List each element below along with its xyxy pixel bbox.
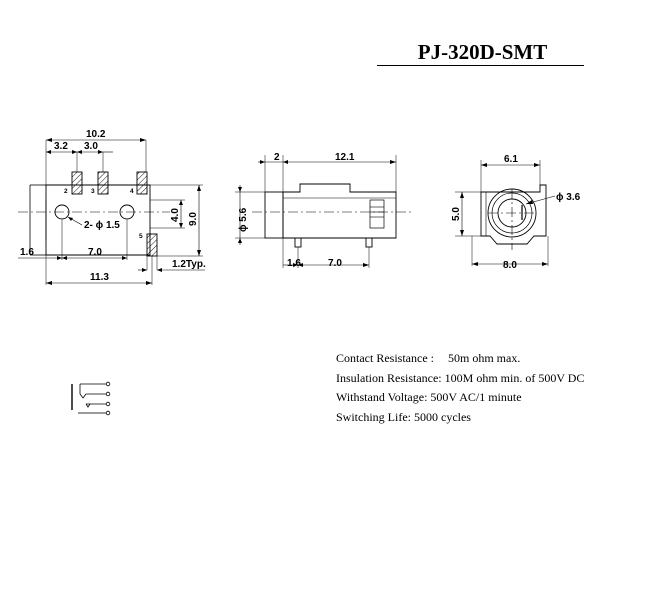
pad-5 — [146, 233, 158, 257]
pad-3 — [97, 171, 109, 195]
dim-inner-height: 4.0 — [170, 208, 181, 222]
front-view — [455, 160, 556, 266]
spec-insulation-resistance: Insulation Resistance: 100M ohm min. of … — [336, 370, 585, 385]
dim-body-length: 11.3 — [90, 272, 109, 283]
dim-diameter: ϕ 5.6 — [238, 207, 249, 232]
side-latch — [369, 199, 385, 229]
footprint-labels: 10.2 3.2 3.0 1.6 7.0 11.3 4.0 9.0 1.2Typ… — [20, 129, 206, 283]
dim-pad-offset: 3.2 — [54, 141, 68, 152]
pin-label-2: 2 — [64, 188, 68, 195]
pad-2 — [71, 171, 83, 195]
pin-label-4: 4 — [130, 188, 134, 195]
spec-contact-resistance-value: 50m ohm max. — [447, 351, 521, 365]
dim-flange: 2 — [274, 152, 280, 163]
dim-bore: ϕ 3.6 — [556, 192, 581, 203]
dim-overall-height: 9.0 — [188, 212, 199, 226]
hole-callout: 2- ϕ 1.5 — [84, 220, 120, 231]
dim-edge-hole: 1.6 — [20, 247, 34, 258]
dim-pad-pitch: 3.0 — [84, 141, 98, 152]
dim-bottom-width: 8.0 — [503, 260, 517, 271]
specifications-block: Contact Resistance : 50m ohm max. Insulat… — [336, 349, 584, 427]
title-underline — [377, 65, 584, 66]
part-number-title: PJ-320D-SMT — [417, 40, 548, 64]
side-labels: 2 12.1 ϕ 5.6 1.6 7.0 — [238, 152, 355, 269]
side-pin-right — [365, 237, 373, 248]
dim-pad-width: 1.2Typ. — [172, 259, 206, 270]
front-labels: 6.1 ϕ 3.6 5.0 8.0 — [451, 154, 581, 271]
spec-contact-resistance: Contact Resistance : 50m ohm max. — [336, 349, 584, 369]
dim-height: 5.0 — [451, 207, 462, 221]
mounting-hole-left — [54, 204, 70, 220]
side-pin-left — [294, 237, 302, 248]
dim-hole-spacing: 7.0 — [88, 247, 102, 258]
spec-switching-life: Switching Life: 5000 cycles — [336, 409, 471, 424]
pad-4 — [136, 171, 148, 195]
dim-overall-width: 10.2 — [86, 129, 106, 140]
dim-pin-offset: 1.6 — [287, 258, 301, 269]
side-flange — [264, 191, 284, 239]
dim-pin-spacing: 7.0 — [328, 258, 342, 269]
dim-top-width: 6.1 — [504, 154, 518, 165]
dim-body: 12.1 — [335, 152, 355, 163]
spec-withstand-voltage: Withstand Voltage: 500V AC/1 minute — [336, 390, 522, 404]
mounting-hole-right — [119, 204, 135, 220]
spec-contact-resistance-label: Contact Resistance : — [336, 351, 434, 365]
pin-label-3: 3 — [91, 188, 95, 195]
side-view — [235, 155, 412, 268]
side-body — [282, 183, 397, 239]
front-body — [480, 184, 547, 245]
pin-label-5: 5 — [139, 233, 143, 240]
schematic-symbol — [71, 381, 111, 416]
footprint-view — [18, 138, 205, 285]
